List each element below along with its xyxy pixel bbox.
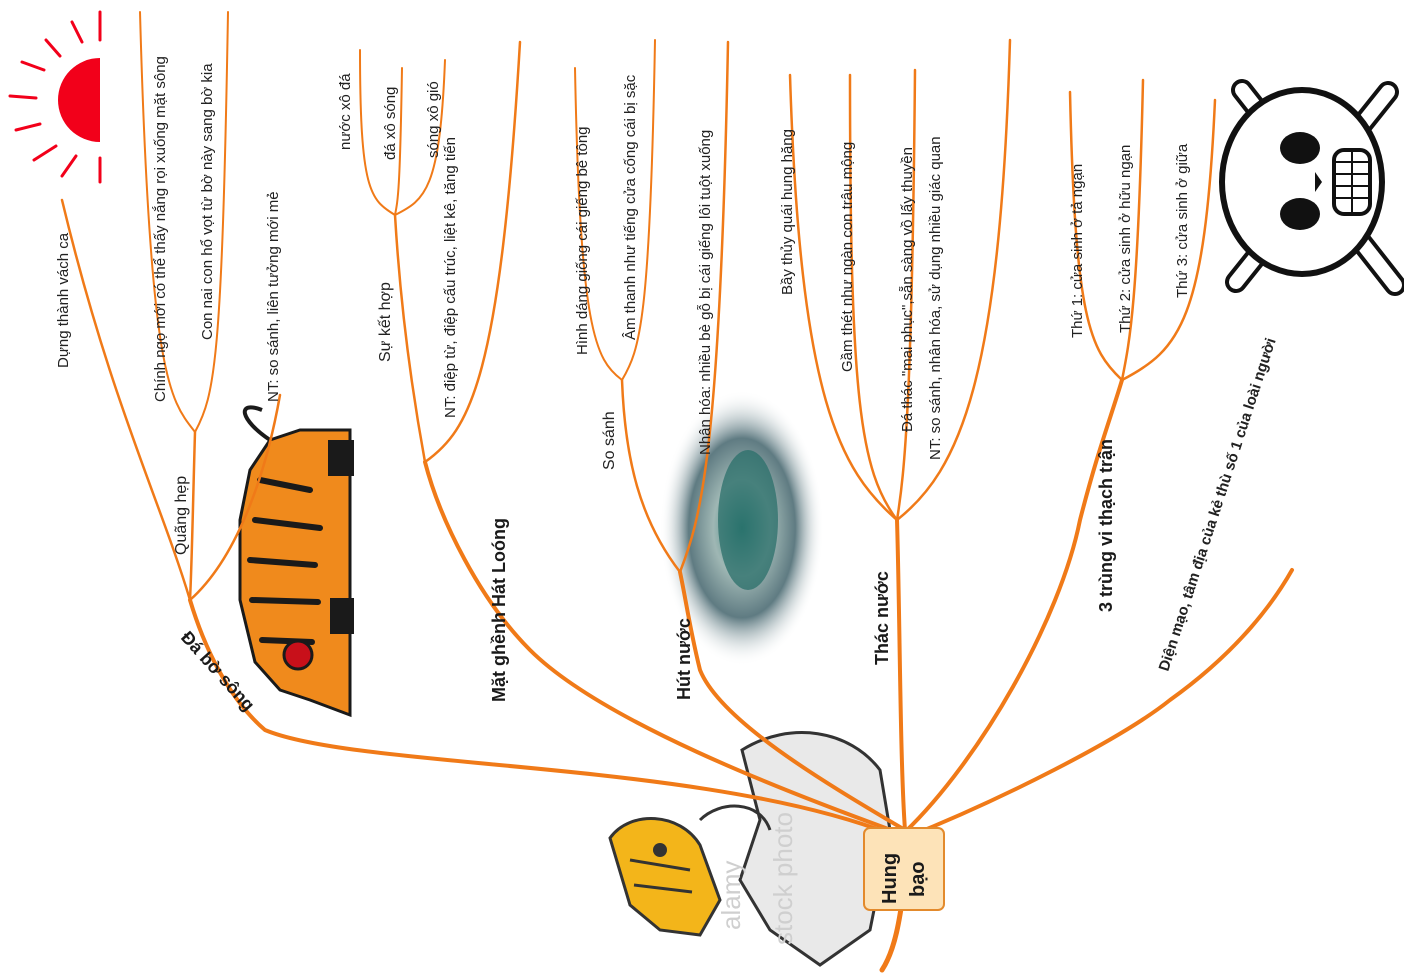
branch-title-mat-ghenh[interactable]: Mặt ghềnh Hát Loóng: [489, 518, 509, 702]
leaf-chinh-ngo[interactable]: Chính ngọ mới có thể thấy nắng rọi xuống…: [152, 56, 169, 402]
leaf-hinh-dang[interactable]: Hình dáng giống cái giếng bê tông: [574, 126, 591, 355]
watermark-text: alamy stock photo: [716, 812, 798, 945]
leaf-da-xo-song[interactable]: đá xô sóng: [382, 87, 399, 160]
sub-quang-hep[interactable]: Quãng hẹp: [173, 476, 190, 555]
leaf-thu-2[interactable]: Thứ 2: cửa sinh ở hữu ngạn: [1117, 145, 1134, 333]
branch-title-dien-mao[interactable]: Diện mạo, tâm địa của kẻ thù số 1 của lo…: [1156, 336, 1280, 673]
center-line1: Hung: [879, 853, 901, 904]
leaf-da-thac[interactable]: Đá thác "mai phục",sẵn sàng vồ lấy thuyề…: [899, 147, 916, 432]
sun-icon: [8, 10, 102, 184]
tiger-illustration: [238, 405, 354, 718]
leaf-gam-thet[interactable]: Gầm thét như ngàn con trâu mộng: [839, 142, 856, 372]
whirlpool-photo: [660, 390, 824, 666]
leaf-bay-thuy-quai[interactable]: Bầy thủy quái hung hăng: [779, 129, 796, 295]
svg-text:stock photo: stock photo: [768, 812, 798, 945]
svg-text:alamy: alamy: [716, 861, 746, 930]
leaf-con-nai[interactable]: Con nai con hổ vọt từ bờ này sang bờ kia: [199, 63, 216, 340]
center-node[interactable]: Hung bạo: [863, 827, 945, 911]
leaf-thu-3[interactable]: Thứ 3: cửa sinh ở giữa: [1174, 143, 1191, 298]
leaf-nt-so-sanh-nhan-hoa[interactable]: NT: so sánh, nhân hóa, sử dụng nhiều giá…: [927, 136, 944, 460]
leaf-nt-diep-tu[interactable]: NT: điệp từ, điệp cấu trúc, liệt kê, tăn…: [442, 137, 459, 418]
leaf-dung-thanh-vach[interactable]: Dựng thành vách ca: [55, 232, 72, 368]
branch-title-da-bo-song[interactable]: Đá bờ sông: [177, 627, 259, 715]
sub-so-sanh[interactable]: So sánh: [601, 411, 618, 470]
branch-title-thac-nuoc[interactable]: Thác nước: [872, 571, 892, 665]
eagle-illustration: [608, 731, 892, 967]
leaf-nt-so-sanh[interactable]: NT: so sánh, liên tưởng mới mẻ: [265, 191, 282, 402]
leaf-nuoc-xo-da[interactable]: nước xô đá: [337, 73, 354, 150]
skull-crossbones-icon: [1219, 79, 1404, 296]
leaf-am-thanh[interactable]: Âm thanh như tiếng cửa cống cái bị sặc: [622, 74, 639, 340]
sub-su-ket-hop[interactable]: Sự kết hợp: [377, 282, 394, 362]
center-line2: bạo: [907, 861, 929, 897]
leaf-thu-1[interactable]: Thứ 1: cửa sinh ở tả ngạn: [1069, 164, 1086, 338]
branch-title-hut-nuoc[interactable]: Hút nước: [674, 618, 694, 700]
leaf-song-xo-gio[interactable]: sóng xô gió: [425, 81, 442, 158]
branch-title-trung-vi[interactable]: 3 trùng vi thạch trận: [1096, 439, 1116, 612]
branch-lines: [60, 11, 1294, 973]
leaf-nhan-hoa[interactable]: Nhân hóa: nhiều bè gỗ bị cái giếng lôi t…: [697, 130, 714, 455]
